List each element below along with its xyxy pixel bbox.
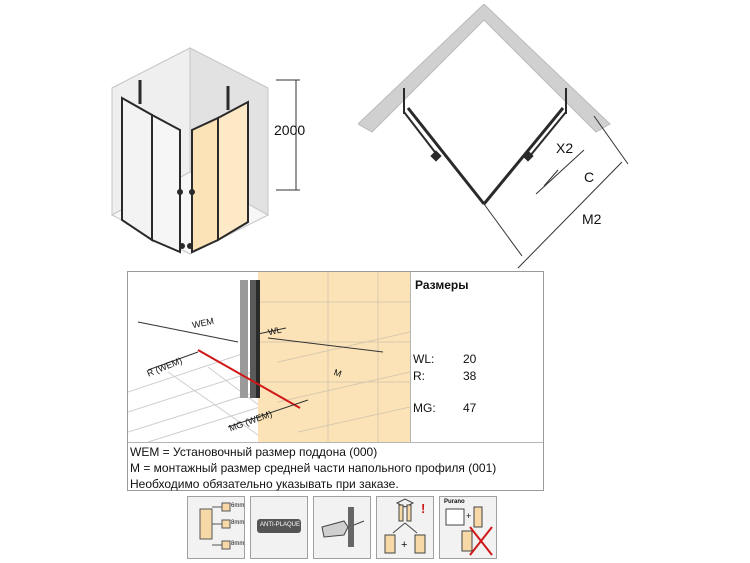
mm-a-label: 6mm <box>231 503 245 509</box>
mm-c-label: 8mm <box>231 541 245 547</box>
door-combination-svg <box>384 498 426 554</box>
anti-plaque-badge <box>257 519 301 533</box>
anti-plaque-icon: ANTI-PLAQUE <box>250 496 308 559</box>
mounting-hand-icon <box>313 496 371 559</box>
plan-view-svg <box>357 3 629 269</box>
purano-icon: Purano + <box>439 496 497 559</box>
note-order: Необходимо обязательно указывать при зак… <box>130 477 399 491</box>
plus-mark: + <box>401 539 408 551</box>
note-m: M = монтажный размер средней части напол… <box>130 461 497 475</box>
c-label: C <box>584 169 595 185</box>
plan-view-drawing: X2 C M2 <box>357 3 638 269</box>
dim-value-wl: 20 <box>463 352 477 366</box>
detail-drawing-svg <box>128 272 410 442</box>
dim-key-wl: WL: <box>413 352 435 366</box>
dim-key-r: R: <box>413 369 425 383</box>
dim-value-r: 38 <box>463 369 477 383</box>
anti-plaque-label: ANTI-PLAQUE <box>260 522 301 528</box>
x2-label: X2 <box>556 140 574 156</box>
glass-thickness-icon: 6mm 8mm 8mm <box>187 496 245 559</box>
dim-value-mg: 47 <box>463 401 477 415</box>
glass-thickness-svg <box>199 502 231 550</box>
height-label: 2000 <box>274 122 306 138</box>
enclosure-3d-drawing: 2000 <box>100 40 340 265</box>
purano-label: Purano <box>444 499 465 505</box>
note-wem: WEM = Установочный размер поддона (000) <box>130 445 378 459</box>
notes-block: WEM = Установочный размер поддона (000) … <box>128 442 543 491</box>
dimensions-title: Размеры <box>415 278 469 292</box>
enclosure-3d-svg <box>110 47 300 255</box>
mounting-hand-svg <box>321 507 365 547</box>
door-combination-icon: ! + <box>376 496 434 559</box>
mm-b-label: 8mm <box>231 520 245 526</box>
detail-panel: WEM R (WEM) WL M MG (WEM) Размеры WL: 20… <box>127 271 544 491</box>
purano-svg <box>445 506 493 556</box>
purano-plus: + <box>466 511 472 521</box>
dim-key-mg: MG: <box>413 401 436 415</box>
m2-label: M2 <box>582 211 602 227</box>
exclaim-mark: ! <box>421 501 426 516</box>
detail-drawing: WEM R (WEM) WL M MG (WEM) <box>128 272 410 442</box>
dimensions-column: Размеры WL: 20 R: 38 MG: 47 <box>410 272 544 442</box>
